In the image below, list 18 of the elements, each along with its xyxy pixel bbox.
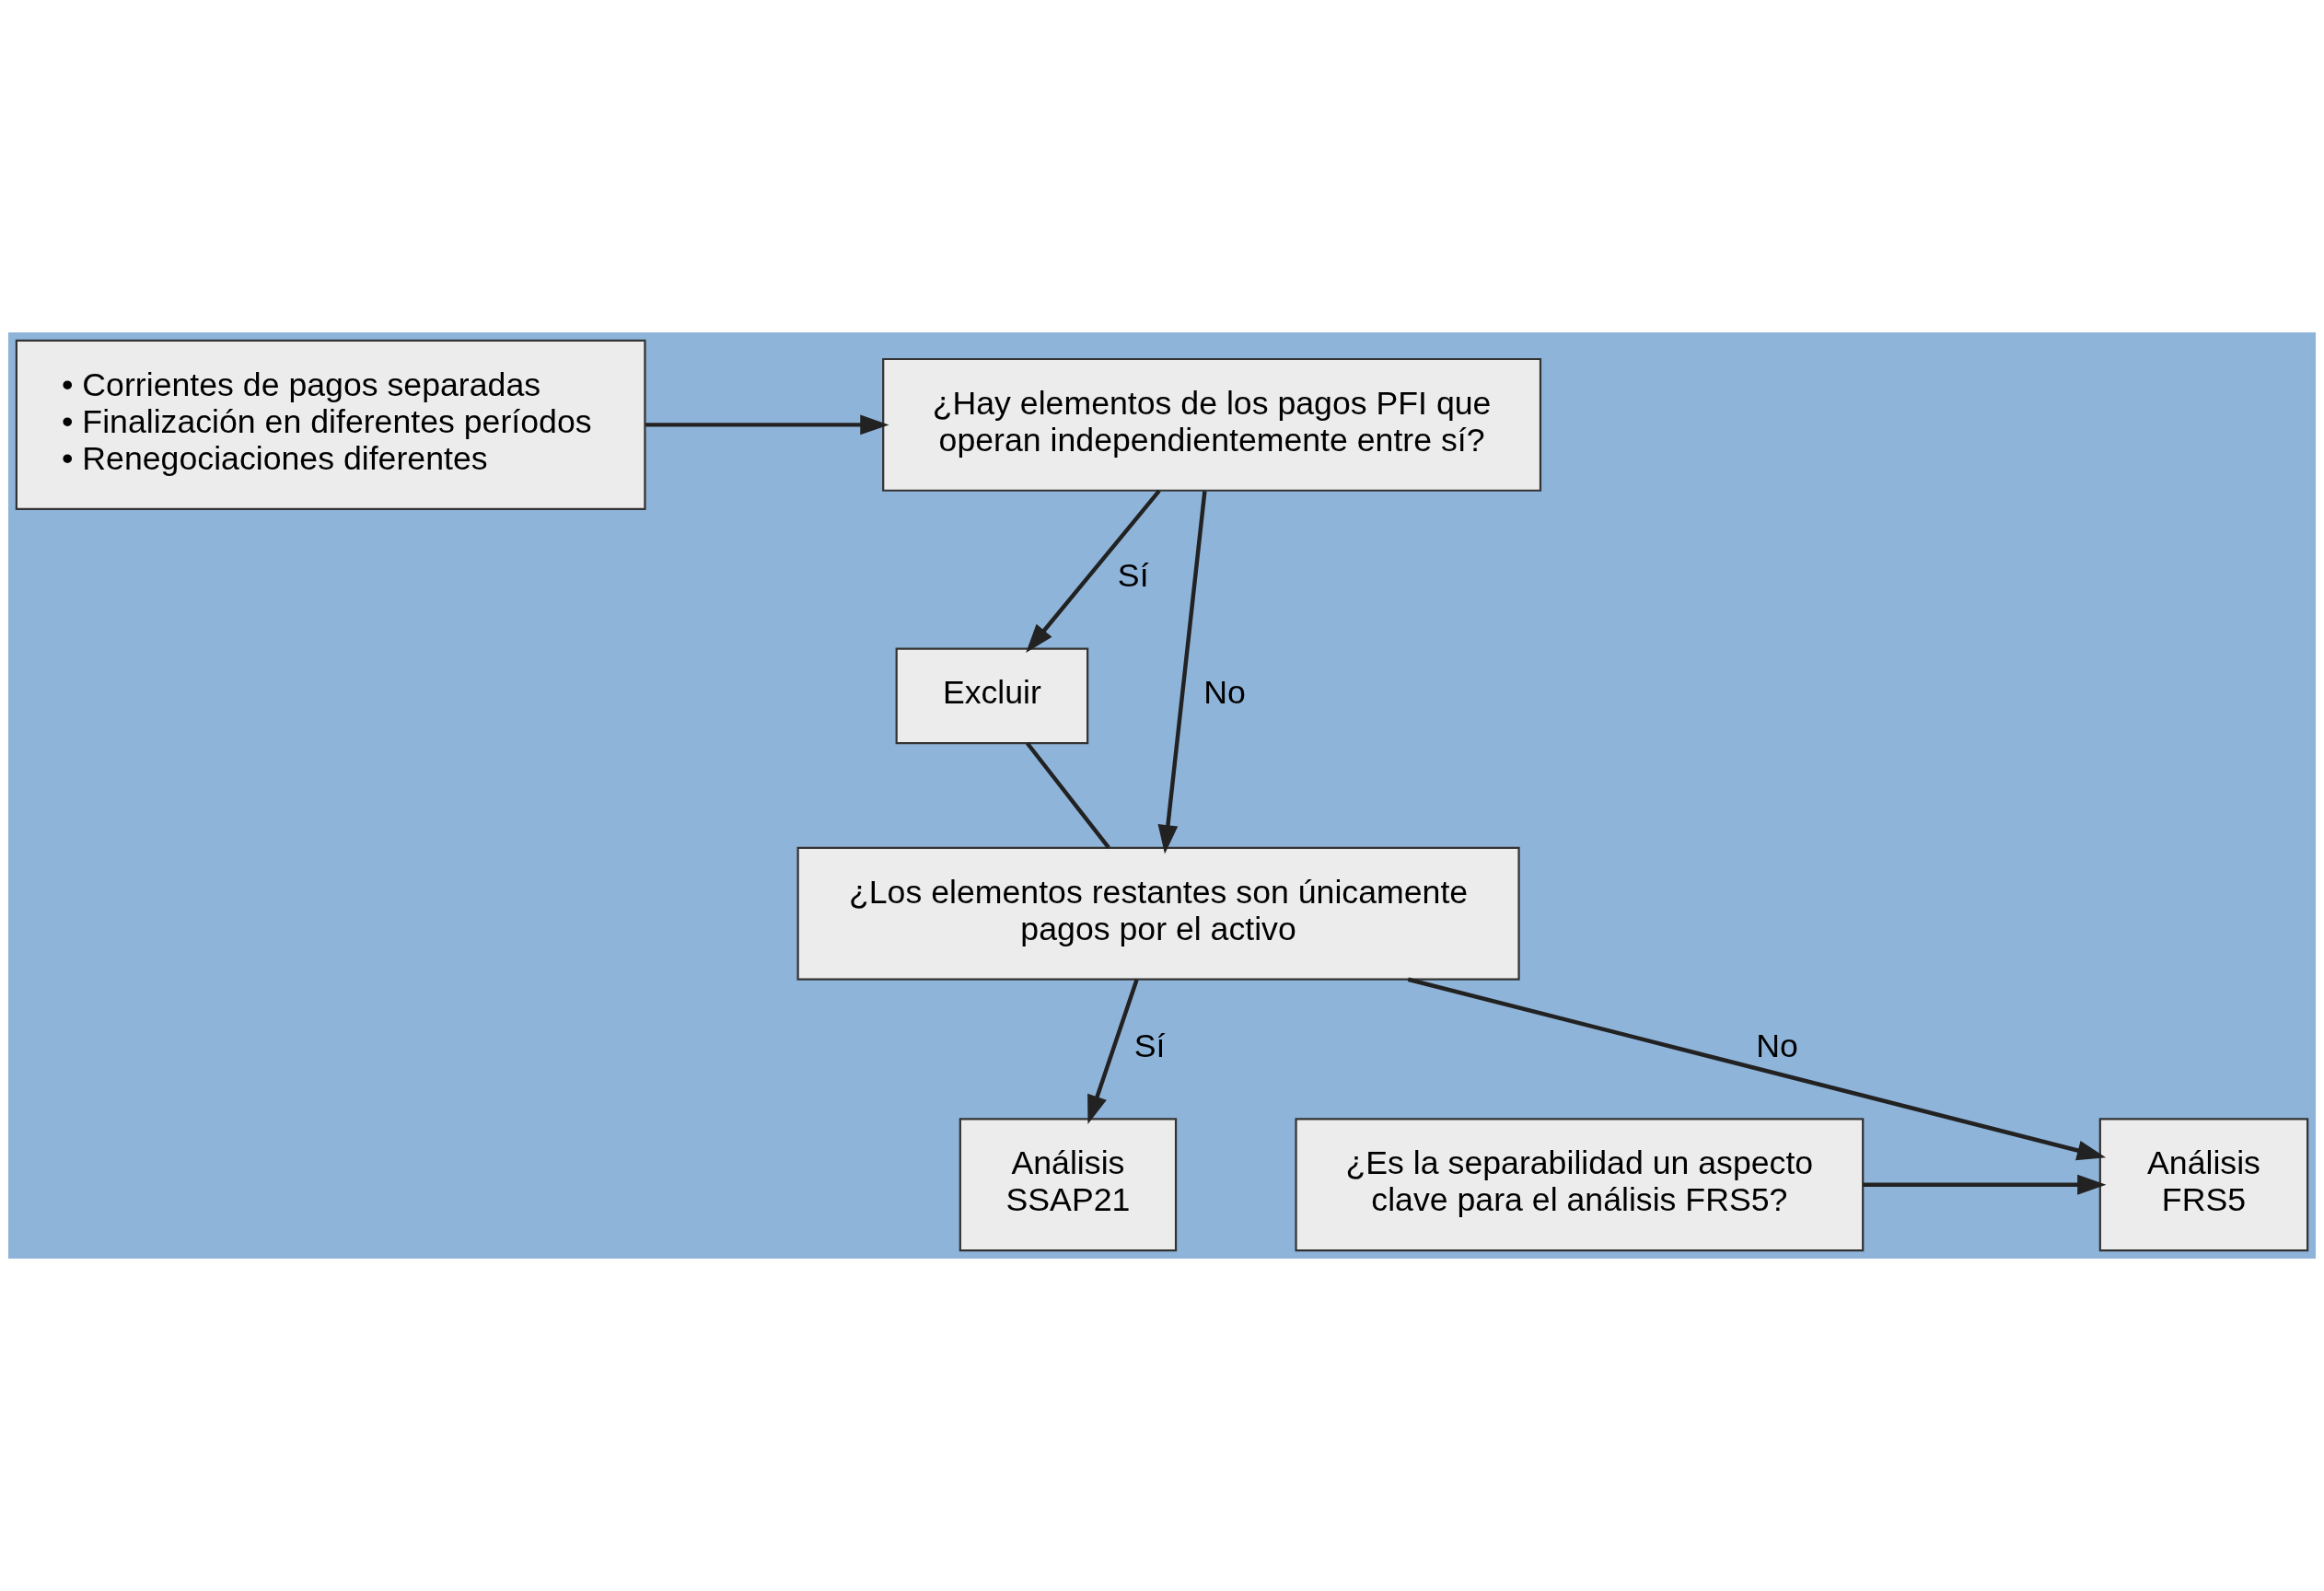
node-box: ¿Los elementos restantes son únicamente pagos por el activo <box>796 846 1520 981</box>
arrow <box>645 414 889 435</box>
arrow <box>1407 977 2107 1161</box>
edge-label: No <box>1756 1027 1798 1064</box>
arrow <box>1087 979 1139 1124</box>
edge-label: No <box>1203 674 1246 712</box>
arrow <box>1026 489 1161 653</box>
node-box: Análisis SSAP21 <box>959 1118 1178 1252</box>
node-box: Análisis FRS5 <box>2098 1118 2309 1252</box>
node-box: Excluir <box>895 647 1089 745</box>
connector <box>1025 741 1110 850</box>
edge-label: Sí <box>1117 557 1149 595</box>
node-box: ¿Hay elementos de los pagos PFI que operan independientemente entre sí? <box>882 357 1542 492</box>
node-box: ¿Es la separabilidad un aspecto clave para el análisis FRS5? <box>1295 1118 1865 1252</box>
node-box: • Corrientes de pagos separadas • Finalización en diferentes períodos • Renegociaciones diferentes <box>15 339 646 510</box>
arrow <box>1863 1174 2107 1195</box>
arrow <box>1157 491 1207 854</box>
edge-label: Sí <box>1133 1027 1166 1064</box>
